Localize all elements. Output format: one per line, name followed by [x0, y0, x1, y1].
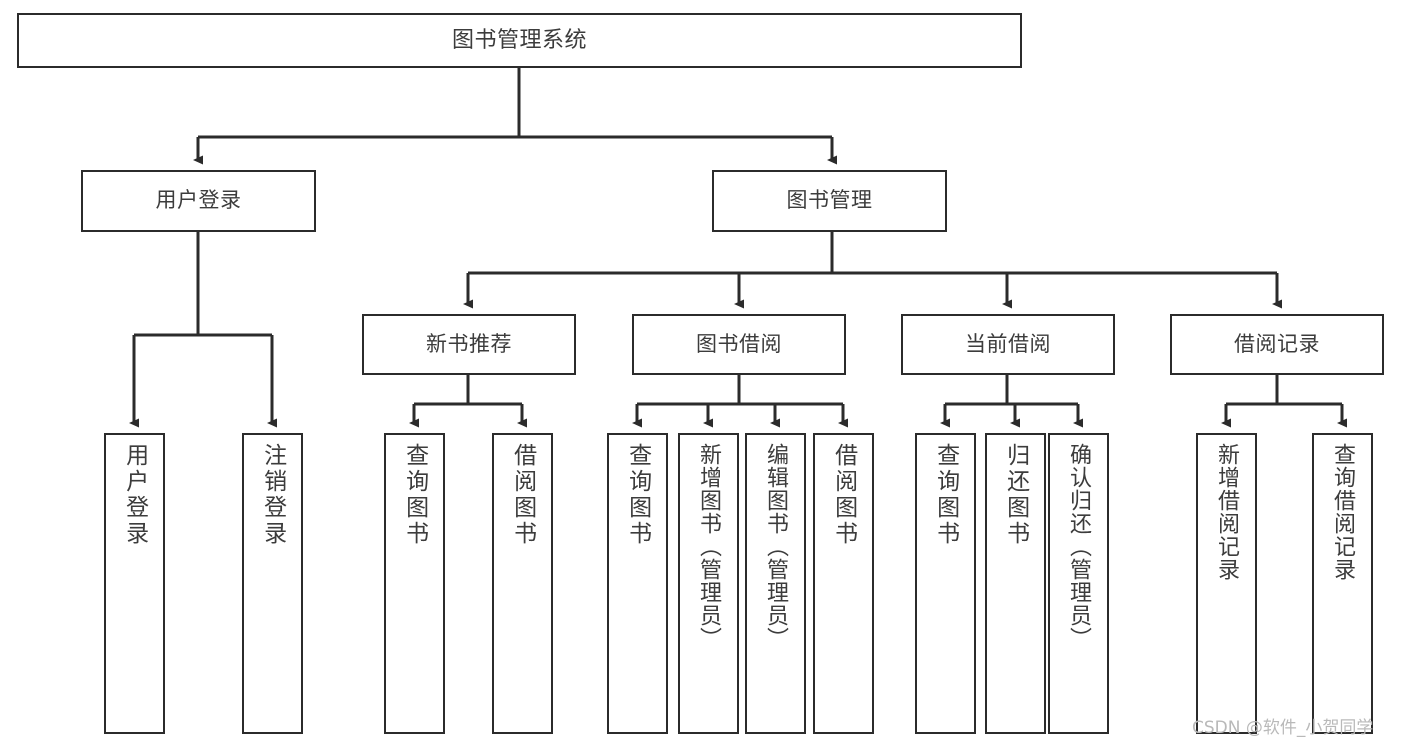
node-label: 查询借阅记录 — [1330, 443, 1356, 581]
node-label: 借阅图书 — [830, 443, 857, 547]
node-label: 注销登录 — [259, 443, 286, 547]
node-label: 新增借阅记录 — [1214, 443, 1240, 581]
node-label: 图书管理 — [786, 188, 873, 213]
node-book-borrow[interactable]: 图书借阅 — [632, 314, 846, 375]
node-label: 当前借阅 — [965, 331, 1051, 356]
node-borrow-record[interactable]: 借阅记录 — [1170, 314, 1384, 375]
node-leaf-query-book-borrow[interactable]: 查询图书 — [607, 433, 668, 734]
node-label: 借阅图书 — [509, 443, 536, 547]
node-leaf-query-book-current[interactable]: 查询图书 — [915, 433, 976, 734]
node-root-book-management-system[interactable]: 图书管理系统 — [17, 13, 1022, 68]
node-leaf-query-borrow-record[interactable]: 查询借阅记录 — [1312, 433, 1373, 734]
node-label: 确认归还（管理员） — [1066, 443, 1092, 650]
node-label: 借阅记录 — [1234, 331, 1320, 356]
node-leaf-borrow-book-recommend[interactable]: 借阅图书 — [492, 433, 553, 734]
node-leaf-logout[interactable]: 注销登录 — [242, 433, 303, 734]
node-label: 编辑图书（管理员） — [763, 443, 789, 650]
csdn-watermark: CSDN @软件_小贺同学 — [1192, 718, 1374, 738]
node-label: 查询图书 — [932, 443, 959, 547]
node-user-login[interactable]: 用户登录 — [81, 170, 316, 232]
node-leaf-borrow-book[interactable]: 借阅图书 — [813, 433, 874, 734]
node-leaf-confirm-return-admin[interactable]: 确认归还（管理员） — [1048, 433, 1109, 734]
node-leaf-edit-book-admin[interactable]: 编辑图书（管理员） — [745, 433, 806, 734]
node-label: 用户登录 — [155, 188, 242, 213]
node-label: 图书借阅 — [696, 331, 782, 356]
node-label: 图书管理系统 — [451, 27, 587, 53]
node-label: 新增图书（管理员） — [696, 443, 722, 650]
node-leaf-add-book-admin[interactable]: 新增图书（管理员） — [678, 433, 739, 734]
node-label: 新书推荐 — [426, 331, 512, 356]
node-label: 用户登录 — [121, 443, 148, 547]
node-leaf-user-login[interactable]: 用户登录 — [104, 433, 165, 734]
node-leaf-add-borrow-record[interactable]: 新增借阅记录 — [1196, 433, 1257, 734]
node-leaf-query-book-recommend[interactable]: 查询图书 — [384, 433, 445, 734]
node-label: 查询图书 — [401, 443, 428, 547]
node-new-book-recommend[interactable]: 新书推荐 — [362, 314, 576, 375]
node-leaf-return-book[interactable]: 归还图书 — [985, 433, 1046, 734]
node-label: 查询图书 — [624, 443, 651, 547]
node-label: 归还图书 — [1002, 443, 1029, 547]
node-book-management[interactable]: 图书管理 — [712, 170, 947, 232]
node-current-borrow[interactable]: 当前借阅 — [901, 314, 1115, 375]
